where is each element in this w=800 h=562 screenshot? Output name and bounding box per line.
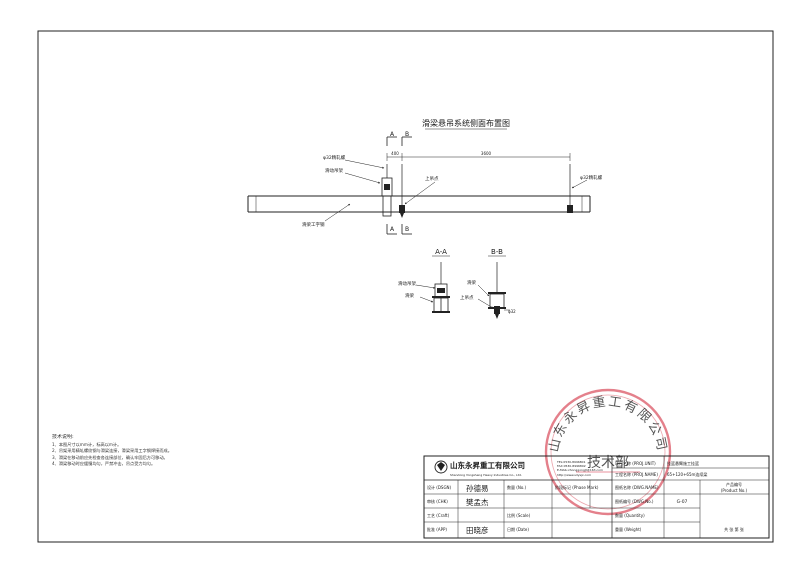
- drawing-no-value: G-07: [677, 499, 688, 505]
- design-label: 设计 (DSGN): [427, 484, 452, 490]
- check-label: 审核 (CHK): [427, 498, 448, 504]
- contact-line-3: E-MAIL:zhonggongjt@163.com: [557, 468, 603, 472]
- weight-label: 重量 (Weight): [615, 526, 642, 532]
- date-label: 日期 (Date): [507, 526, 529, 532]
- stamp-company-text: 山东永昇重工有限公司: [547, 394, 669, 454]
- section-b-b-view: B-B 滑梁 上吊点 φ32: [460, 248, 516, 319]
- section-label-b-top: B: [405, 131, 409, 138]
- notes-title: 技术说明:: [52, 434, 74, 440]
- dimension-left: 400: [391, 151, 399, 156]
- company-logo: [434, 460, 448, 474]
- svg-text:φ32精轧螺: φ32精轧螺: [580, 174, 603, 181]
- approve-signature: 田晓彦: [466, 525, 489, 535]
- section-b-label-beam: 滑梁: [467, 279, 476, 286]
- number-label: 数量 (No.): [507, 484, 526, 490]
- check-signature: 樊孟杰: [466, 497, 489, 507]
- company-name: 山东永昇重工有限公司: [450, 460, 525, 470]
- svg-text:上吊点: 上吊点: [425, 175, 439, 182]
- approve-label: 批准 (APP): [427, 526, 447, 532]
- sheet-count: 共 张 第 张: [724, 526, 744, 532]
- section-a-label-roller: 滑动吊架: [398, 280, 416, 287]
- section-b-b-title: B-B: [491, 248, 503, 256]
- roller-hanger: [381, 177, 393, 217]
- section-a-label-beam: 滑梁: [405, 292, 414, 299]
- scale-label: 比例 (Scale): [507, 512, 531, 518]
- section-label-b-bottom: B: [405, 226, 409, 233]
- callout-rail: 滑梁工字钢: [302, 203, 351, 228]
- svg-text:φ32精轧螺: φ32精轧螺: [323, 154, 346, 161]
- company-website: http://www.sdysjx.com: [557, 473, 591, 477]
- design-signature: 孙德易: [466, 483, 489, 493]
- contact-line-1: TEL:0530-8996801: [556, 460, 586, 464]
- drawing-title: 滑梁悬吊系统侧面布置图: [422, 118, 510, 128]
- company-stamp: 山东永昇重工有限公司 技术部: [544, 388, 672, 516]
- callout-roller: 滑动吊架: [325, 167, 381, 184]
- section-a-a-view: A-A 滑动吊架 滑梁: [398, 248, 450, 313]
- technical-notes: 技术说明: 1、本图尺寸以mm计，标高以m计。 2、吊架采用精轧螺纹钢与滑梁连接…: [52, 434, 312, 468]
- dimension-line: 400 3600: [386, 151, 571, 161]
- title-block: 山东永昇重工有限公司 Shandong Yongsheng Heavy Indu…: [423, 455, 770, 539]
- product-label: 产品编号: [726, 481, 742, 487]
- section-label-a-bottom: A: [390, 226, 395, 233]
- callout-bolt-left: φ32精轧螺: [323, 154, 385, 169]
- section-marker-top: A B: [386, 131, 412, 146]
- craft-label: 工艺 (Craft): [427, 513, 450, 518]
- callout-hanger: 上吊点: [404, 175, 439, 205]
- note-line-2: 2、吊架采用精轧螺纹钢与滑梁连接，滑梁采用工字钢焊接而成。: [52, 448, 172, 454]
- project-name-value: 65+120+65m连续梁: [667, 471, 707, 477]
- contact-line-2: FAX:0530-8996802: [557, 464, 586, 468]
- section-marker-bottom: A B: [386, 224, 412, 235]
- section-b-label-hanger: 上吊点: [460, 294, 474, 301]
- drawing-frame: [37, 30, 774, 543]
- dimension-right: 3600: [481, 151, 492, 156]
- note-line-1: 1、本图尺寸以mm计，标高以m计。: [52, 441, 122, 447]
- section-a-a-title: A-A: [435, 248, 447, 256]
- note-line-3: 3、滑梁在移动前应先检查各连接部位，确认牢固后方可移动。: [52, 454, 168, 460]
- svg-text:滑动吊架: 滑动吊架: [325, 167, 343, 174]
- section-b-label-bolt: φ32: [508, 309, 516, 314]
- project-label: 项目名称 (PROJ.UNIT): [615, 460, 656, 466]
- section-label-a-top: A: [390, 131, 395, 138]
- stamp-department-text: 技术部: [587, 455, 629, 471]
- side-elevation-view: 滑梁悬吊系统侧面布置图 A B 400 3600: [247, 118, 603, 235]
- company-name-en: Shandong Yongsheng Heavy Industries Co.,…: [450, 473, 522, 477]
- drawing-name-label: 图纸名称 (DWG.NAME): [615, 484, 659, 490]
- product-label-en: (Product No.): [721, 488, 748, 493]
- svg-text:滑梁工字钢: 滑梁工字钢: [302, 221, 325, 228]
- quantity-label: 数量 (Quantity): [615, 512, 645, 518]
- drawing-no-label: 图纸编号 (DWG.No.): [615, 498, 654, 504]
- rail-beam: [247, 195, 591, 213]
- project-value: 挂篮悬臂施工挂篮: [667, 460, 699, 466]
- callout-bolt-right: φ32精轧螺: [571, 174, 603, 189]
- note-line-4: 4、滑梁移动时应缓慢均匀，严禁冲击，吊点受力均匀。: [52, 461, 156, 467]
- phase-mark-label: 阶段标记 (Phase Mark): [555, 484, 599, 490]
- project-name-label: 工程名称 (PROJ.NAME): [615, 471, 658, 477]
